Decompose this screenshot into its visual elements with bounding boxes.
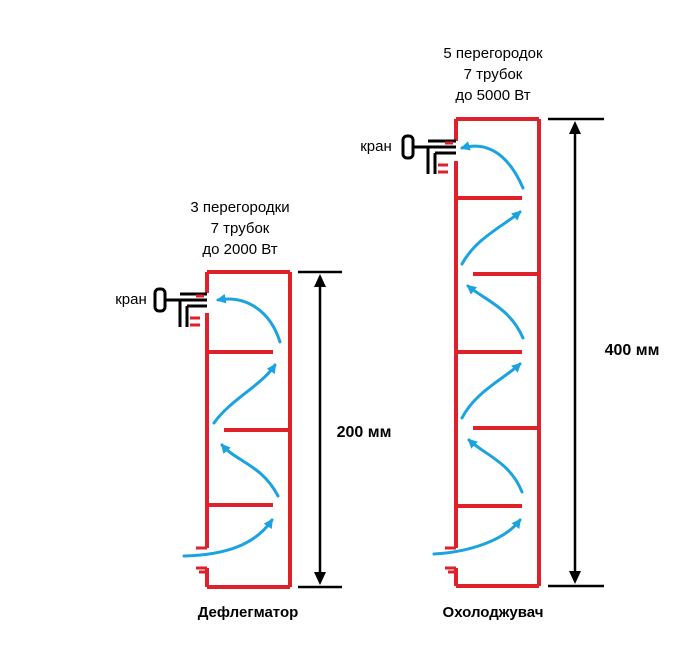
dephlegmator-name: Дефлегматор xyxy=(197,604,299,621)
dephlegmator-height-label: 200 мм xyxy=(336,424,392,441)
cooler-column xyxy=(401,117,604,588)
cooler-dimension xyxy=(548,117,604,588)
dephlegmator-bottom-inlet xyxy=(196,546,207,574)
dephlegmator-spec-tubes: 7 трубок xyxy=(210,220,270,237)
dephlegmator-specs: 3 перегородки 7 трубок до 2000 Вт xyxy=(170,197,310,260)
dephlegmator-valve xyxy=(153,287,207,327)
dephlegmator-dimension xyxy=(298,270,342,589)
cooler-baffles xyxy=(456,196,539,508)
dephlegmator-baffles xyxy=(207,350,290,507)
cooler-name: Охолоджувач xyxy=(442,604,544,621)
cooler-flow-arrows xyxy=(432,141,525,556)
cooler-spec-tubes: 7 трубок xyxy=(463,66,523,83)
flow-arrow-3 xyxy=(460,362,522,420)
flow-arrow-4 xyxy=(216,293,282,344)
dephlegmator-column xyxy=(153,270,342,589)
flow-arrow-2 xyxy=(467,438,524,494)
cooler-body xyxy=(454,117,541,588)
cooler-bottom-inlet xyxy=(445,546,456,574)
flow-arrow-5 xyxy=(460,210,522,266)
dephlegmator-valve-label: кран xyxy=(115,291,147,308)
dephlegmator-spec-power: до 2000 Вт xyxy=(202,241,278,258)
flow-arrow-1 xyxy=(432,518,522,556)
flow-arrow-3 xyxy=(212,363,277,425)
dephlegmator-flow-arrows xyxy=(182,293,282,558)
flow-arrow-1 xyxy=(182,518,274,558)
cooler-spec-baffles: 5 перегородок xyxy=(443,45,543,62)
cooler-height-label: 400 мм xyxy=(604,342,660,359)
flow-arrow-2 xyxy=(220,443,280,498)
cooler-valve-label: кран xyxy=(360,138,392,155)
flow-arrow-4 xyxy=(466,284,525,340)
cooler-specs: 5 перегородок 7 трубок до 5000 Вт xyxy=(418,43,568,106)
dephlegmator-spec-baffles: 3 перегородки xyxy=(190,199,290,216)
cooler-spec-power: до 5000 Вт xyxy=(455,87,531,104)
cooler-valve xyxy=(401,134,456,174)
flow-arrow-6 xyxy=(460,141,525,190)
